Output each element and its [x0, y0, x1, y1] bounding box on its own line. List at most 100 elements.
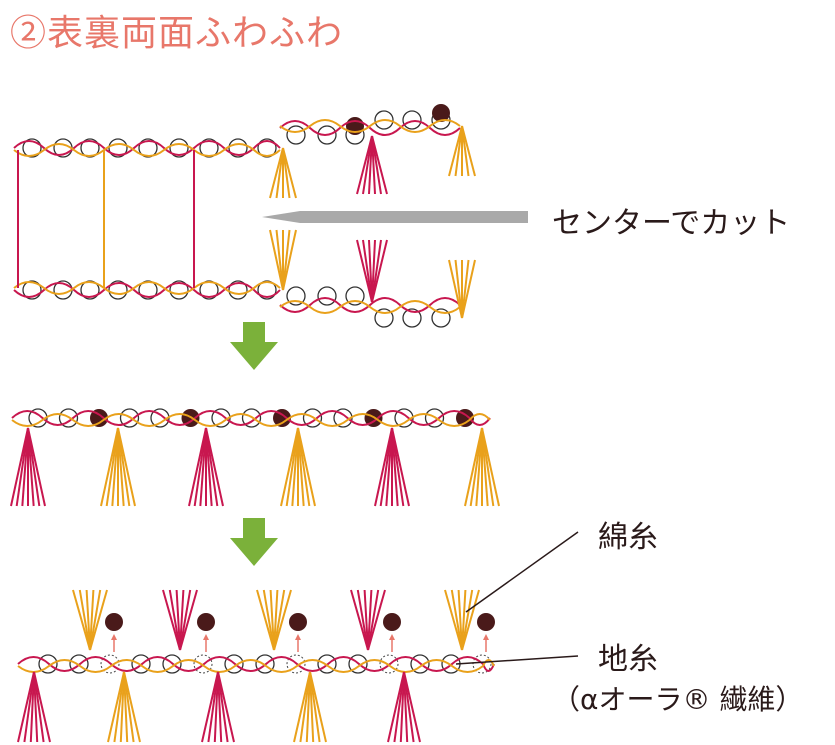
pile-tuft-strand [461, 125, 470, 177]
pile-tuft-strand [27, 427, 46, 507]
ground-fiber-dot [286, 125, 306, 145]
pile-tuft-strand [89, 589, 102, 651]
pile-tuft-strand [107, 671, 125, 743]
pile-tuft-strand [282, 229, 291, 291]
ground-yarn-label: 地糸 [598, 642, 658, 677]
pile-tuft-strand [89, 589, 108, 651]
pile-tuft-strand [282, 229, 297, 291]
pile-tuft-strand [273, 589, 279, 651]
pile-tuft-strand [162, 589, 181, 651]
top-ground-yarn-magenta [13, 140, 281, 156]
pile-tuft-strand [262, 589, 275, 651]
pile-tuft-strand [309, 671, 327, 743]
pile-tuft-strand [309, 671, 321, 743]
cotton-fiber-dot [105, 613, 123, 631]
pile-tuft-strand [371, 135, 388, 195]
ground-fiber-dot [402, 110, 422, 130]
fabric-ground-yarn-orange [11, 413, 491, 427]
pile-tuft-strand [403, 671, 409, 743]
ground-fiber-dot [402, 308, 422, 328]
pile-tuft-strand [454, 259, 463, 319]
down-arrow-icon [230, 538, 278, 566]
pile-tuft-strand [444, 589, 463, 651]
cotton-fiber-dot [383, 613, 401, 631]
pile-tuft-strand [450, 589, 463, 651]
pile-tuft-strand [481, 427, 500, 507]
pile-tuft-strand [113, 671, 125, 743]
pile-tuft-strand [275, 229, 284, 291]
pile-tuft-strand [367, 589, 373, 651]
pile-tuft-strand [179, 589, 192, 651]
pile-tuft-strand [72, 589, 91, 651]
top-right-yarn-magenta [279, 120, 461, 136]
pile-tuft-strand [371, 239, 388, 303]
pile-tuft-strand [33, 671, 39, 743]
pile-tuft-strand [282, 147, 291, 199]
cotton-fiber-dot [273, 409, 291, 427]
fluffed-ground-yarn-orange [17, 659, 495, 673]
pile-tuft-strand [273, 589, 292, 651]
pile-tuft-strand [461, 259, 470, 319]
pile-tuft-strand [119, 671, 125, 743]
pile-tuft-strand [256, 589, 275, 651]
down-arrow-shaft [243, 322, 265, 344]
pile-tuft-strand [305, 671, 311, 743]
pile-tuft-strand [201, 671, 219, 743]
pile-tuft-strand [293, 671, 311, 743]
pile-tuft-strand [461, 589, 480, 651]
pile-tuft-strand [461, 125, 476, 177]
pile-tuft-strand [299, 671, 311, 743]
pile-tuft-strand [454, 125, 463, 177]
pile-tuft-strand [461, 589, 467, 651]
ground-yarn-detail-label: （αオーラ® 繊維） [552, 683, 804, 716]
cotton-fiber-dot [289, 613, 307, 631]
pile-tuft-strand [297, 427, 316, 507]
pile-tuft-strand [123, 671, 141, 743]
top-ground-yarn-orange [13, 143, 281, 157]
pile-tuft-strand [217, 671, 223, 743]
bottom-right-yarn-orange [279, 300, 461, 314]
cotton-fiber-dot [477, 613, 495, 631]
ground-fiber-dot [317, 286, 337, 306]
pile-tuft-strand [179, 589, 198, 651]
pile-tuft-strand [273, 589, 286, 651]
pile-tuft-strand [269, 589, 275, 651]
pile-tuft-strand [168, 589, 181, 651]
fluffed-ground-yarn-magenta [17, 656, 495, 672]
down-arrow-shaft [243, 518, 265, 540]
pile-tuft-strand [309, 671, 315, 743]
pile-tuft-strand [275, 147, 284, 199]
pile-tuft-strand [393, 671, 405, 743]
raise-arrow-icon [483, 634, 489, 640]
ground-yarn-leader-line [455, 655, 579, 665]
pile-tuft-strand [461, 259, 476, 319]
pile-tuft-strand [17, 671, 35, 743]
pile-tuft-strand [399, 671, 405, 743]
pile-tuft-strand [175, 589, 181, 651]
pile-tuft-strand [403, 671, 415, 743]
cotton-fiber-dot [456, 409, 474, 427]
pile-tuft-strand [85, 589, 91, 651]
pile-tuft-strand [207, 671, 219, 743]
pile-tuft-strand [123, 671, 135, 743]
pile-tuft-strand [78, 589, 91, 651]
raise-arrow-icon [295, 634, 301, 640]
pile-tuft-strand [448, 259, 463, 319]
cotton-yarn-leader-line [465, 531, 579, 613]
pile-tuft-strand [23, 671, 35, 743]
pile-tuft-strand [33, 671, 51, 743]
pile-tuft-strand [123, 671, 129, 743]
pile-tuft-strand [391, 427, 410, 507]
cotton-fiber-dot [197, 613, 215, 631]
fabric-ground-yarn-magenta [11, 410, 491, 426]
pile-tuft-strand [367, 589, 380, 651]
bottom-ground-yarn-magenta [13, 282, 281, 298]
bottom-right-yarn-magenta [279, 297, 461, 313]
pile-tuft-strand [461, 589, 474, 651]
cotton-fiber-dot [432, 104, 450, 122]
cotton-yarn-label: 綿糸 [598, 520, 658, 555]
cut-at-center-label: センターでカット [552, 206, 791, 241]
raise-arrow-icon [389, 634, 395, 640]
cutter-blade-icon [262, 211, 528, 223]
